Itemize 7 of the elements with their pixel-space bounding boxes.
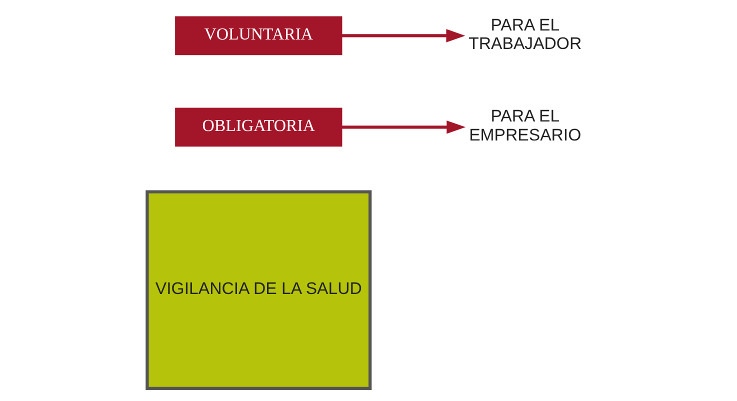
node-text: PARA EL TRABAJADOR [468, 15, 582, 54]
arrow [342, 120, 466, 134]
arrow [342, 29, 466, 42]
node-box: OBLIGATORIA [175, 108, 342, 147]
node-box: VOLUNTARIA [175, 16, 342, 56]
node-box: VIGILANCIA DE LA SALUD [146, 190, 372, 390]
node-text: PARA EL EMPRESARIO [469, 106, 582, 145]
